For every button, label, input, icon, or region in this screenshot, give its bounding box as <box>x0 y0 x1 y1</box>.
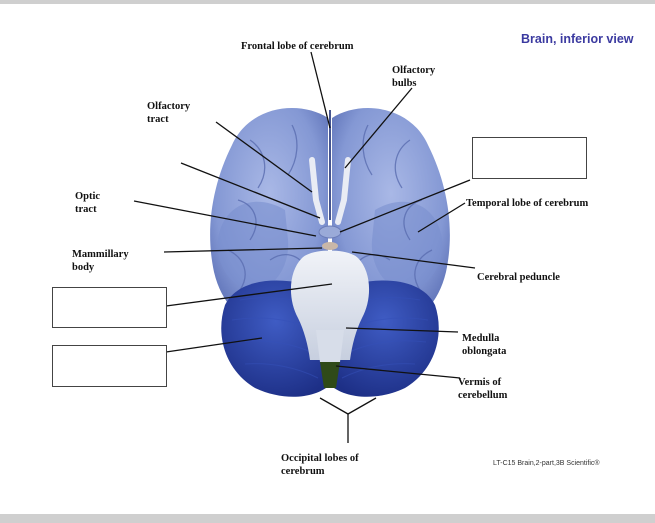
medulla-oblongata <box>316 330 344 362</box>
bottom-border <box>0 514 655 523</box>
label-optic-tract: Optic tract <box>75 191 101 215</box>
temporal-lobe-right <box>371 201 443 291</box>
label-medulla-oblongata: Medulla oblongata <box>462 333 507 357</box>
vermis-of-cerebellum <box>320 362 340 388</box>
image-credit: LT-C15 Brain,2-part,3B Scientific® <box>493 460 600 467</box>
label-mammillary-body: Mammillary body <box>72 249 129 273</box>
blank-label-box-1[interactable] <box>472 137 587 179</box>
temporal-lobe-left <box>217 201 289 291</box>
blank-label-box-2[interactable] <box>52 287 167 328</box>
label-olfactory-bulbs: Olfactory bulbs <box>392 65 436 89</box>
label-frontal-lobe: Frontal lobe of cerebrum <box>241 41 354 52</box>
label-cerebral-peduncle: Cerebral peduncle <box>477 272 560 283</box>
gyri-lines <box>227 124 433 291</box>
olfactory-tract-right <box>335 157 351 225</box>
olfactory-tract-left <box>309 157 325 225</box>
label-occipital-lobes: Occipital lobes of cerebrum <box>281 453 359 477</box>
label-olfactory-tract: Olfactory tract <box>147 101 191 125</box>
mammillary-bodies <box>322 242 338 250</box>
top-border <box>0 0 655 4</box>
label-vermis: Vermis of cerebellum <box>458 377 508 401</box>
diagram-title: Brain, inferior view <box>521 32 634 46</box>
blank-label-box-3[interactable] <box>52 345 167 387</box>
optic-chiasm <box>318 225 342 239</box>
brainstem <box>290 250 370 360</box>
leader-lines <box>133 51 476 443</box>
label-temporal-lobe: Temporal lobe of cerebrum <box>466 198 589 209</box>
